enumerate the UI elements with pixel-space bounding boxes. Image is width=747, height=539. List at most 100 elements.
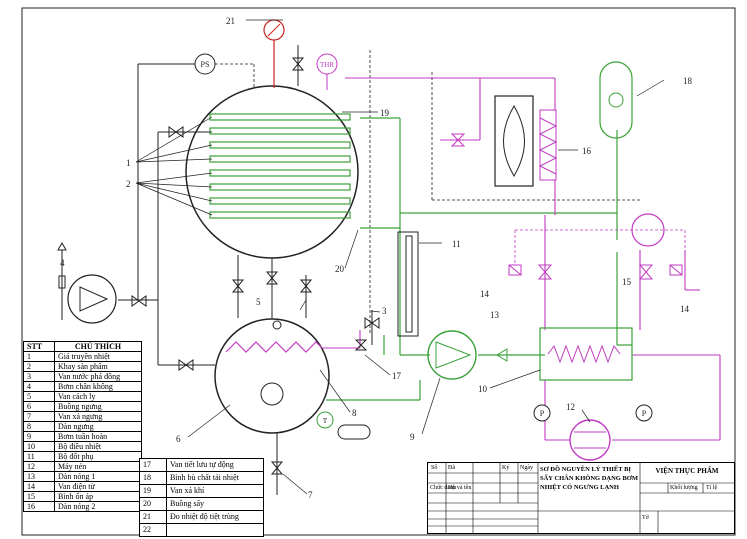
legend-text: Bình bù chất tải nhiệt (166, 471, 264, 485)
instrument-ps (194, 53, 216, 75)
legend-text: Giá truyền nhiệt (54, 351, 142, 362)
legend-number: 14 (23, 481, 55, 492)
legend-number: 13 (23, 471, 55, 482)
valves (131, 57, 380, 475)
legend-text: Van nước phá đông (54, 371, 142, 382)
legend-text: Khay sản phẩm (54, 361, 142, 372)
legend-row: 22 (139, 523, 264, 537)
pressure-gauges (533, 404, 653, 422)
title-block: SƠ ĐỒ NGUYÊN LÝ THIẾT BỊ SẤY CHÂN KHÔNG … (427, 462, 735, 534)
hot-condenser-2 (494, 95, 558, 187)
callout-numbers: 1 2 3 4 5 6 7 8 9 10 11 12 13 14 14 15 1… (60, 16, 693, 500)
legend-number: 10 (23, 441, 55, 452)
t-label: T (323, 417, 328, 425)
legend-number: 19 (139, 484, 167, 498)
vacuum-pump (57, 241, 117, 324)
tb-cell-khoiluong: Khối lượng (670, 485, 698, 491)
legend-number: 5 (23, 391, 55, 402)
legend-text: Dàn ngưng (54, 421, 142, 432)
legend-number: 4 (23, 381, 55, 392)
callout-16: 16 (582, 146, 592, 156)
callout-5: 5 (256, 297, 261, 307)
legend-text: Van xả khí (166, 484, 264, 498)
ps-label: PS (201, 60, 210, 69)
legend-text: Buồng sấy (166, 497, 264, 511)
legend-header-note: CHÚ THÍCH (54, 341, 142, 352)
tb-cell-chucdanh: Chức danh (430, 485, 457, 491)
callout-7: 7 (308, 490, 313, 500)
compressor (569, 419, 611, 461)
callout-2: 2 (126, 179, 131, 189)
legend-text: Bộ điều nhiệt (54, 441, 142, 452)
drawing-title: SƠ ĐỒ NGUYÊN LÝ THIẾT BỊ SẤY CHÂN KHÔNG … (540, 466, 638, 491)
p1-label: P (540, 409, 545, 418)
legend-number: 9 (23, 431, 55, 442)
callout-17: 17 (392, 371, 402, 381)
tb-cell-tile: Tỉ lệ (706, 485, 718, 491)
callout-15: 15 (622, 277, 632, 287)
legend-text: Van cách ly (54, 391, 142, 402)
legend-text: Van xả ngưng (54, 411, 142, 422)
callout-11: 11 (452, 239, 461, 249)
legend-text: Van điện từ (54, 481, 142, 492)
legend-text: Bơm chân không (54, 381, 142, 392)
legend-number: 15 (23, 491, 55, 502)
callout-leaders (135, 19, 665, 495)
legend-number: 22 (139, 523, 167, 537)
drying-chamber (185, 85, 359, 259)
callout-20: 20 (335, 264, 345, 274)
tb-cell-ngay: Ngày (520, 465, 533, 471)
legend-number: 11 (23, 451, 55, 462)
callout-10: 10 (478, 384, 488, 394)
legend-number: 6 (23, 401, 55, 412)
tb-cell-so: Số (431, 465, 438, 471)
legend-number: 2 (23, 361, 55, 372)
magenta-dashed (514, 229, 686, 265)
legend-text: Đo nhiệt độ tiệt trùng (166, 510, 264, 524)
legend-number: 20 (139, 497, 167, 511)
legend-header-stt: STT (23, 341, 55, 352)
p2-label: P (642, 409, 647, 418)
callout-18: 18 (683, 76, 693, 86)
legend-text: Van tiết lưu tự động (166, 458, 264, 472)
drawing-border (21, 7, 736, 536)
callout-6: 6 (176, 434, 181, 444)
callout-21: 21 (226, 16, 235, 26)
circulation-pump (427, 330, 508, 380)
legend-number: 3 (23, 371, 55, 382)
legend-text (166, 523, 264, 537)
instrument-thr (316, 53, 338, 90)
legend-text: Bơm tuần hoàn (54, 431, 142, 442)
callout-19: 19 (380, 108, 390, 118)
callout-1: 1 (126, 158, 131, 168)
legend-text: Buồng ngưng (54, 401, 142, 412)
pressure-stabilizer (631, 213, 665, 247)
callout-14b: 14 (680, 304, 690, 314)
legend-number: 12 (23, 461, 55, 472)
tb-cell-to: Tờ (642, 515, 649, 521)
legend-text: Dàn nóng 2 (54, 501, 142, 512)
tb-cell-ky: Ký (502, 465, 510, 471)
product-trays (209, 113, 351, 219)
legend-number: 7 (23, 411, 55, 422)
legend-number: 16 (23, 501, 55, 512)
legend-text: Dàn nóng 1 (54, 471, 142, 482)
legend-number: 8 (23, 421, 55, 432)
callout-12: 12 (566, 402, 575, 412)
callout-13: 13 (490, 310, 500, 320)
legend-text: Máy nén (54, 461, 142, 472)
